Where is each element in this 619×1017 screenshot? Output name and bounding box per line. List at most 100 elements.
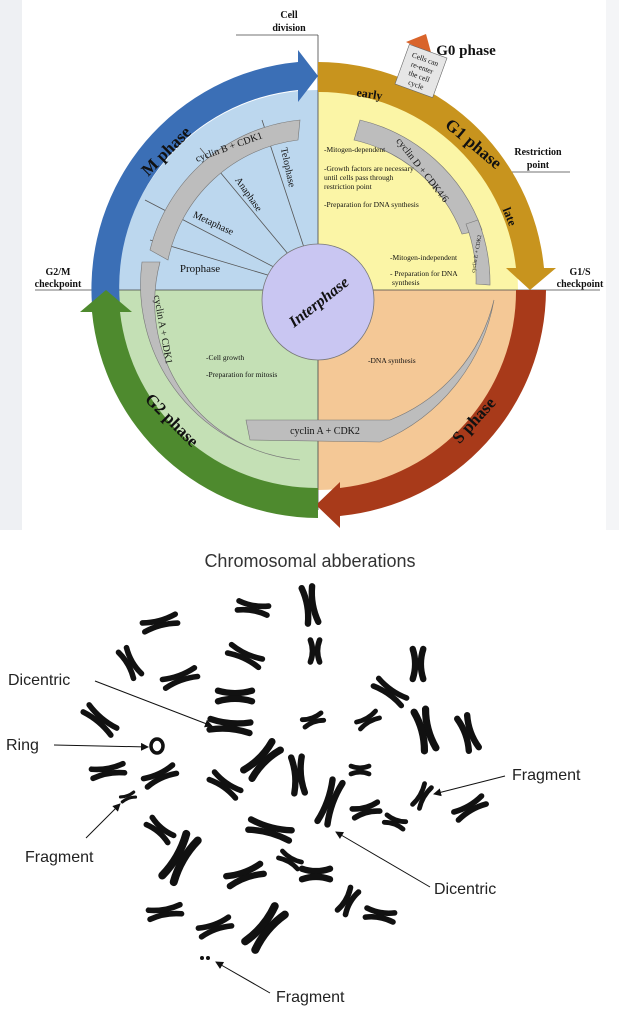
chromatid [314,637,323,665]
interphase-circle [261,243,375,361]
chromatid [381,819,406,832]
chromatid [299,710,324,723]
chromatid [115,649,137,682]
chromosome [88,760,128,782]
chromatid [342,889,362,918]
fragment-dot [206,956,210,960]
ring-chromosome [149,737,165,755]
chromatid [123,644,145,677]
chromatid [240,738,276,774]
chromatid [354,708,378,725]
fragment-bottom-label: Fragment [276,989,345,1006]
chromosome [299,710,327,730]
chromatid [324,779,346,828]
g1-late-description: -Mitogen-independent - Preparation for D… [390,253,458,287]
chromosome [245,816,295,844]
chromatid [251,910,289,954]
chromatid [236,598,272,610]
chromosome [195,914,235,940]
right-margin-strip [606,0,619,530]
callout-arrows [53,680,506,994]
dicentric-left-label: Dicentric [8,672,70,689]
chromatid [364,905,398,917]
chromatid [228,641,266,662]
chromatid [241,902,279,946]
chromatid [234,606,270,618]
chromosome [224,641,266,671]
cyclin-a-cdk2-label: cyclin A + CDK2 [290,426,360,437]
fragment-right-arrow [433,775,506,797]
chromatid [409,645,419,683]
chromatid [90,769,128,782]
g0-note-box [394,44,448,98]
fragment-right-label: Fragment [512,767,581,784]
s-description: -DNA synthesis [368,356,416,365]
chromatid [86,702,120,731]
chromatid [410,708,429,755]
chromatid [162,673,201,691]
g1-text-2: -Growth factors are necessary [324,164,414,173]
chromatid [245,826,293,844]
chromosome [140,762,180,790]
restriction-point-label-2: point [527,160,550,171]
g2m-checkpoint-label-2: checkpoint [35,279,82,290]
chromatid [223,860,264,880]
chromatid [334,884,354,913]
chromatid [287,754,299,797]
chromatid [421,705,440,752]
dicentric-left-arrow [94,680,213,728]
chromosome [159,665,201,691]
chromatid [158,829,191,880]
chromosome [206,715,254,737]
m-phase-arrow [91,50,319,305]
chromosome [298,583,322,627]
chromosome [454,712,482,754]
chromatid [463,712,482,751]
chromatid [417,645,427,683]
chromatid [207,715,254,727]
early-label: early [356,85,384,102]
chromosome [348,763,372,777]
g1s-checkpoint-label-1: G1/S [569,267,591,278]
g2-phase-arrow [80,290,318,518]
chromatid [307,637,316,665]
chromatid [308,583,322,626]
chromatid [370,683,405,709]
restriction-point-label-1: Restriction [514,147,562,158]
chromosome [234,598,272,618]
chromosome [298,865,334,883]
chromosome [354,708,382,732]
chromatid [351,808,383,821]
chromatid [298,873,334,883]
chromatid [410,781,427,807]
chromatid [80,709,114,738]
chromatid [417,785,434,811]
g1-late-text-2: - Preparation for DNA [390,269,458,278]
cell-cycle-diagram: Cell division G0 phase Cells can re-ente… [35,10,604,528]
chromatid [276,855,300,872]
chromosome [362,905,398,925]
fragment-bottom-arrow [215,961,271,994]
chromatid [349,799,381,812]
g1-text-4: restriction point [324,182,373,191]
chromosome [410,781,434,811]
cyclin-a-cdk2-band [245,299,495,443]
chromosome [276,848,304,872]
left-margin-strip [0,0,22,530]
chromatid [149,814,177,839]
chromatid [214,695,256,705]
chromatid [141,620,181,635]
chromosome [118,790,138,804]
cyclin-a-cdk1-band [140,261,301,461]
chromatid [140,762,176,782]
chromatid [169,836,202,887]
chromosome [223,860,267,890]
chromosome [206,769,244,801]
chromatid [280,848,304,865]
dicentric-right-label: Dicentric [434,881,496,898]
fragment-left-arrow [85,803,121,839]
prophase-label: Prophase [180,263,220,275]
chromatid [226,870,267,890]
g2-description-2: -Preparation for mitosis [206,370,277,379]
chromatid [143,821,171,846]
